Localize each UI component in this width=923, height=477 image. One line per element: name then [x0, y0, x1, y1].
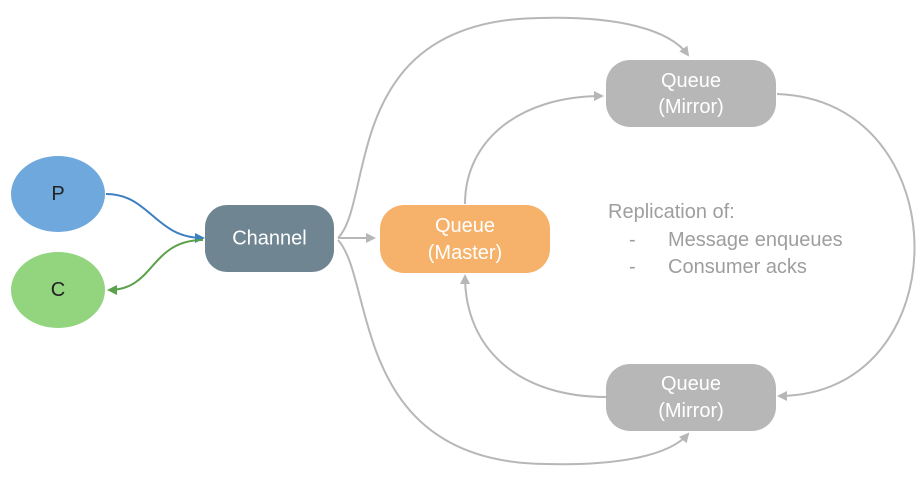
mirror-top-queue-label-line1: Queue	[661, 70, 721, 92]
consumer-ellipse	[11, 252, 105, 328]
mirror-top-queue-node: Queue (Mirror)	[606, 60, 776, 127]
channel-label: Channel	[232, 228, 307, 250]
channel-rect	[205, 205, 334, 272]
replication-note-title: Replication of:	[608, 201, 735, 223]
edge-mirror-bottom-to-master	[460, 274, 607, 398]
mirror-bottom-queue-label-line1: Queue	[661, 373, 721, 395]
master-queue-rect	[380, 205, 550, 273]
producer-label: P	[51, 183, 64, 205]
edge-channel-to-mirror-bottom	[337, 239, 690, 466]
mirror-bottom-queue-rect	[606, 364, 776, 431]
channel-node: Channel	[205, 205, 334, 272]
edge-master-to-mirror-top	[464, 91, 604, 205]
producer-ellipse	[11, 156, 105, 232]
edges-layer	[105, 16, 916, 466]
edge-channel-to-consumer	[107, 239, 204, 295]
edge-mirror-top-to-mirror-bottom	[776, 93, 916, 401]
mirror-top-queue-label-line2: (Mirror)	[658, 96, 724, 118]
edge-channel-to-mirror-top	[337, 16, 690, 239]
replication-note-bullet-1: -	[629, 229, 636, 251]
mirror-bottom-queue-node: Queue (Mirror)	[606, 364, 776, 431]
master-queue-label-line1: Queue	[435, 215, 495, 237]
replication-note-bullet-2: -	[629, 256, 636, 278]
mirror-top-queue-rect	[606, 60, 776, 127]
edge-producer-to-channel	[105, 193, 205, 243]
producer-node: P	[11, 156, 105, 232]
replication-note-item-1: Message enqueues	[668, 229, 843, 251]
master-queue-label-line2: (Master)	[428, 242, 502, 264]
master-queue-node: Queue (Master)	[380, 205, 550, 273]
mirror-bottom-queue-label-line2: (Mirror)	[658, 400, 724, 422]
replication-note-item-2: Consumer acks	[668, 256, 807, 278]
consumer-node: C	[11, 252, 105, 328]
replication-note: Replication of: - Message enqueues - Con…	[608, 201, 843, 278]
consumer-label: C	[51, 279, 65, 301]
